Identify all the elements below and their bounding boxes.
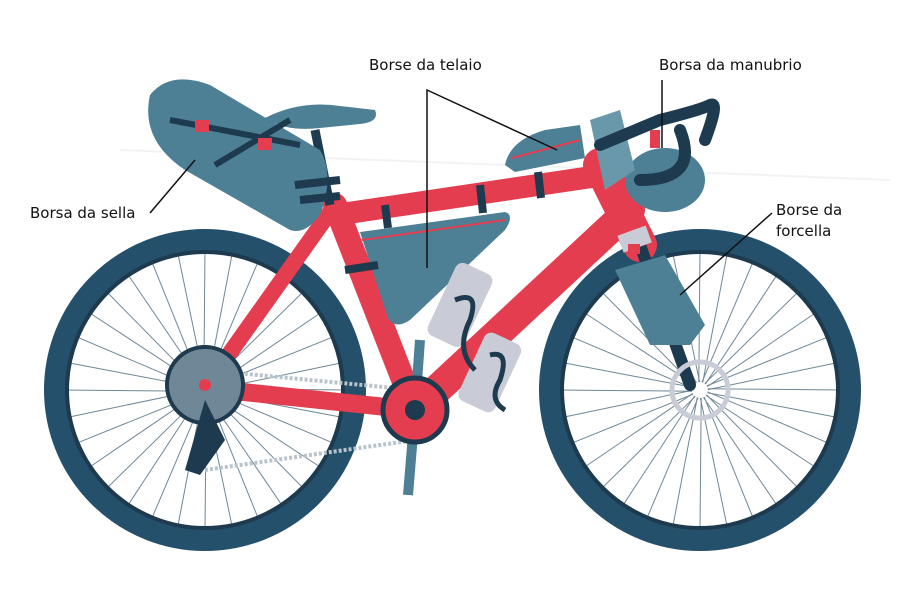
handlebar	[594, 98, 720, 186]
tire	[539, 229, 861, 551]
label-fork-bags: Borse da forcella	[776, 200, 842, 242]
water-bottle	[427, 262, 493, 348]
water-bottle	[458, 332, 522, 413]
label-frame-bags: Borse da telaio	[369, 56, 482, 74]
rim	[65, 250, 345, 530]
saddle-bag	[148, 79, 328, 231]
label-handlebar-bag: Borsa da manubrio	[659, 56, 802, 74]
rear-derailleur	[185, 400, 225, 475]
rim	[560, 250, 840, 530]
label-fork-bags-line2: forcella	[776, 222, 832, 240]
frame-bag	[360, 212, 510, 325]
tire	[44, 229, 366, 551]
saddle	[265, 104, 376, 129]
front-wheel	[539, 229, 861, 551]
leader-lines	[149, 80, 773, 296]
fork-bag	[615, 255, 705, 345]
disc-brake	[669, 359, 731, 421]
label-saddle-bag: Borsa da sella	[30, 204, 136, 222]
label-fork-bags-line1: Borse da	[776, 201, 843, 219]
